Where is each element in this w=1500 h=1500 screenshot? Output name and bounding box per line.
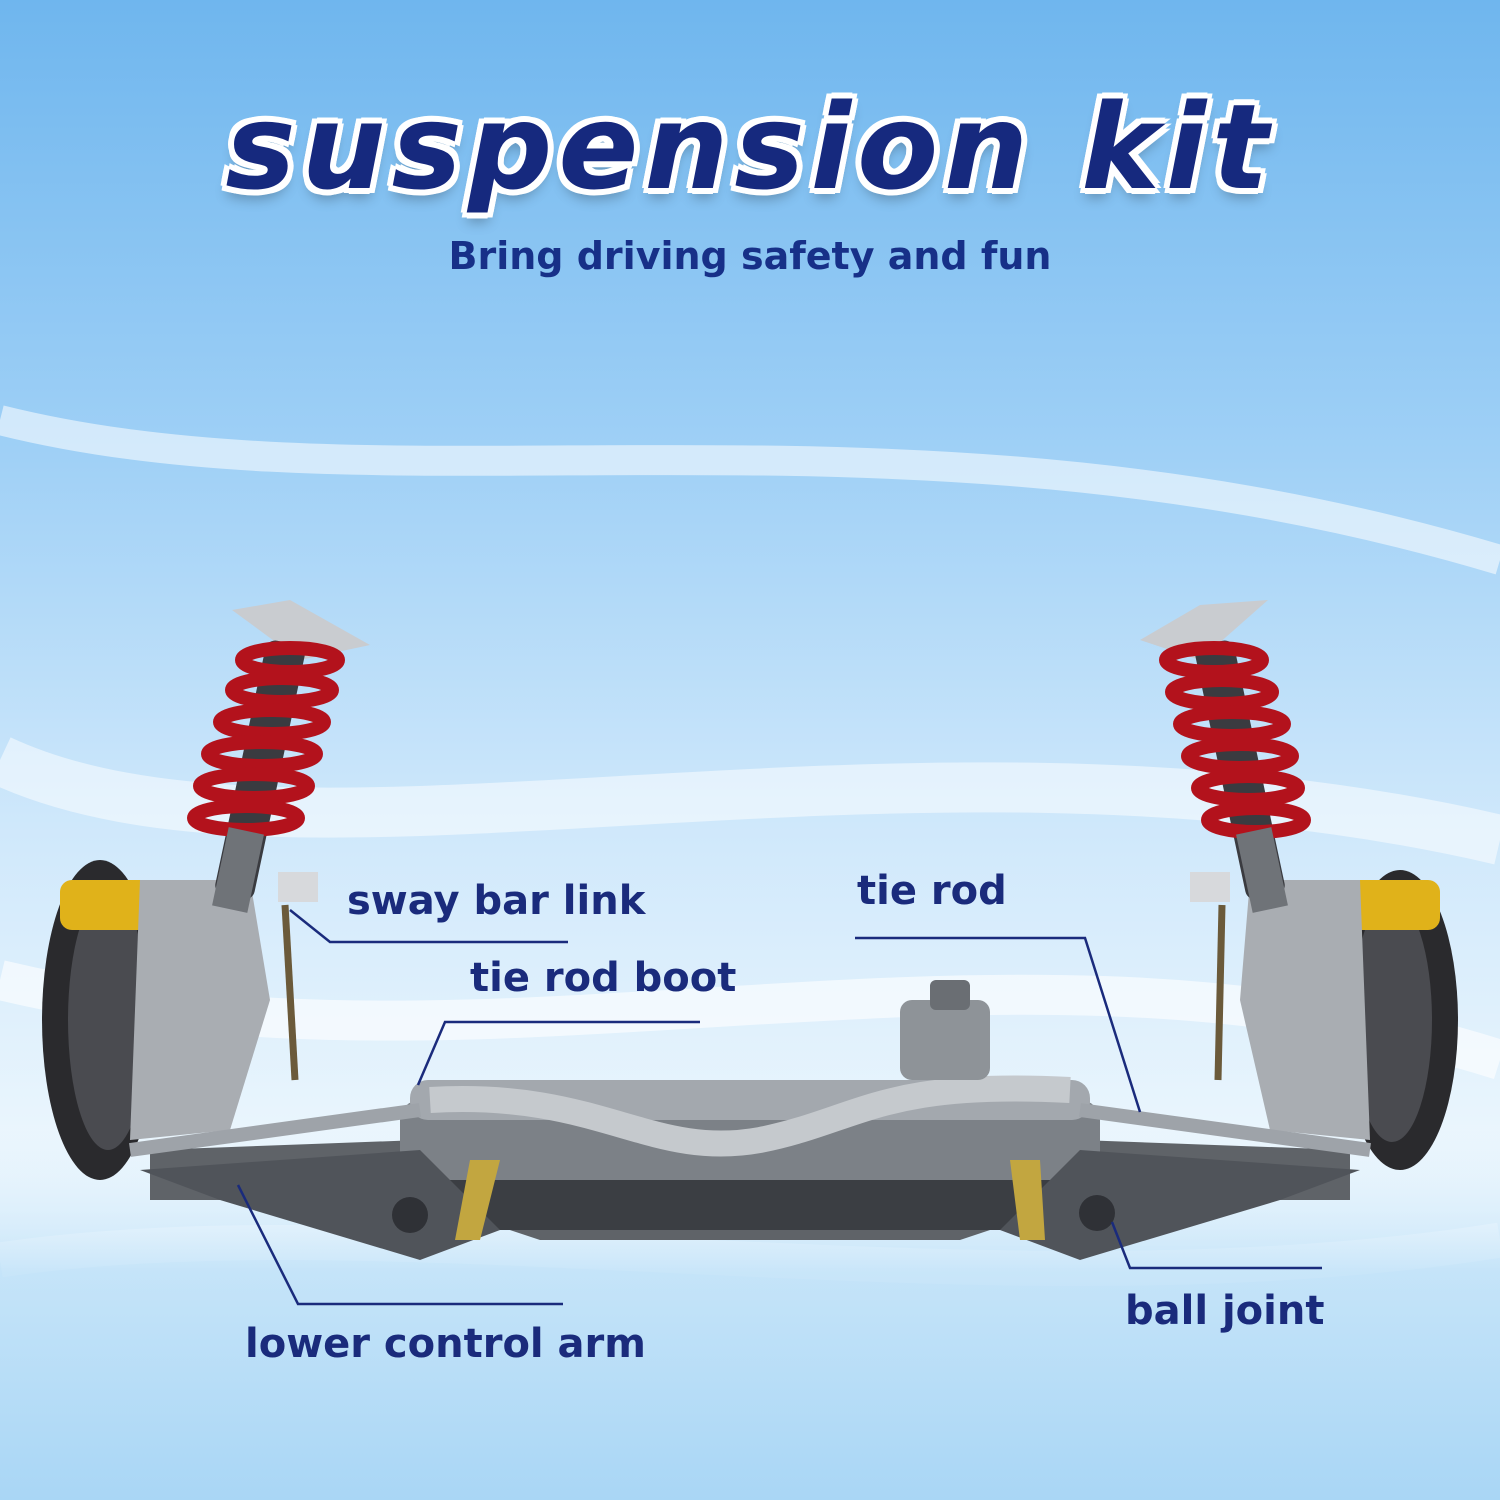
brackets [455,1160,1045,1240]
tie-rod-label: tie rod [857,868,1007,914]
lower-control-arm-label: lower control arm [245,1321,646,1367]
page-title: suspension kit [225,78,1275,216]
tie-rod-boot-label: tie rod boot [470,955,737,1001]
left-coilover [187,600,370,913]
sway-bar-link-leader-line [289,909,568,944]
tie-rods [129,1103,1371,1157]
page-subtitle: Bring driving safety and fun [448,234,1052,278]
steering-rack [410,980,1090,1157]
right-knuckle [1240,880,1370,1140]
right-coilover [1140,600,1311,913]
ball-joints [392,1195,1115,1233]
left-knuckle [130,880,270,1140]
left-brake-disc [42,860,170,1180]
ball-joint-label: ball joint [1125,1288,1325,1334]
ball-joint-leader-line [1110,1221,1322,1270]
tie-rod-boot-leader-line [416,1020,700,1086]
tie-rod-leader-line [855,936,1142,1113]
sway-bar-link-label: sway bar link [347,878,646,924]
right-brake-disc [1340,870,1458,1170]
left-sway-bar-link [281,904,299,1081]
right-sway-bar-link [1214,904,1226,1081]
lower-control-arm-leader-line [236,1184,563,1306]
